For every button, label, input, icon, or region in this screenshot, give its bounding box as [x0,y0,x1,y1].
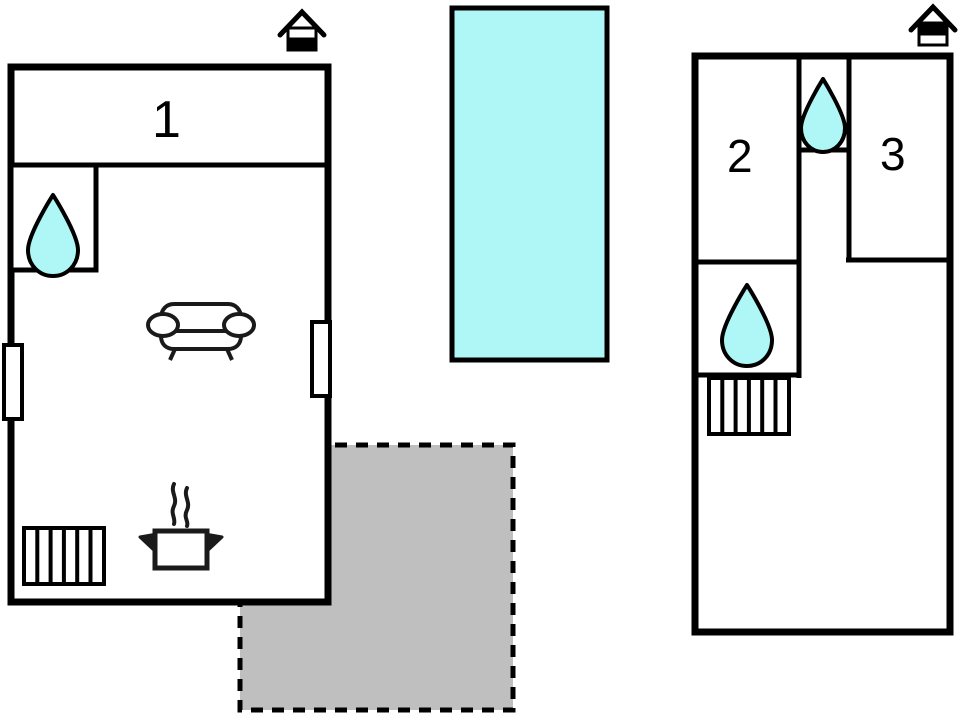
room-number-3: 3 [880,128,906,180]
radiator-icon-right [707,376,791,436]
house-window-icon [917,32,949,47]
sofa-leg-icon [168,348,177,361]
right-building [691,52,954,636]
right-building-outline [691,52,954,636]
cooking-pot-icon [138,482,224,571]
window-icon [310,320,332,398]
room-number-1: 1 [152,91,181,149]
window-icon [2,343,24,421]
water-drop-icon [26,193,80,278]
room-number-2: 2 [727,130,753,182]
sofa-armrest-icon [146,312,180,338]
water-drop-icon [720,283,774,368]
radiator-icon-left [22,526,106,586]
entrance-icon-right [908,3,958,47]
house-window-icon [286,26,318,41]
sofa-icon [146,302,256,361]
entrance-icon-left [277,8,327,52]
sofa-leg-icon [225,348,234,361]
pool-shape [449,5,610,363]
steam-icon [183,486,191,528]
steam-icon [170,482,178,526]
water-drop-icon [799,77,847,154]
left-building-windows [2,320,332,421]
house-base-icon [917,21,949,36]
swimming-pool [449,5,610,363]
pot-body-icon [152,528,210,571]
water-drop-icons [26,77,847,368]
sofa-armrest-icon [222,312,256,338]
house-base-icon [286,37,318,52]
